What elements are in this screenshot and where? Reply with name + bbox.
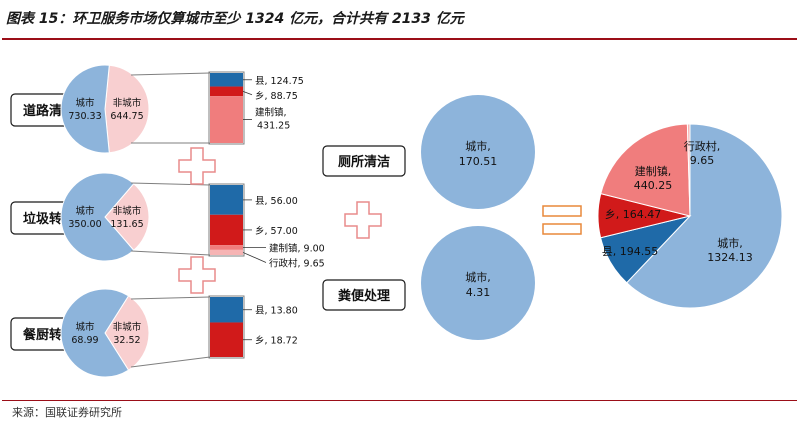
- panel-0-seg-name-2: 建制镇,: [255, 107, 287, 119]
- plus-sign-1: [178, 147, 216, 185]
- equals-sign-bottom: [542, 223, 582, 235]
- panel-1-bar-frame: [208, 183, 245, 257]
- total-label-value-4: 9.65: [690, 154, 715, 167]
- panel-2-connector-bottom: [130, 356, 211, 368]
- panel-1-seg-label-2: 建制镇, 9.00: [269, 242, 325, 254]
- total-label-value-0: 1324.13: [707, 251, 753, 264]
- panel-3-city-name: 城市,: [465, 139, 491, 153]
- panel-1-seg-label-0: 县, 56.00: [255, 196, 298, 207]
- source-note: 来源：国联证券研究所: [12, 406, 122, 419]
- panel-1-bar-seg-1: [210, 214, 243, 246]
- panel-1-slice-city: [60, 172, 135, 262]
- panel-1-bar-seg-2: [210, 245, 243, 250]
- panel-2-noncity-value: 32.52: [113, 335, 140, 346]
- panel-2-slice-city: [60, 288, 130, 378]
- equals-sign-top: [542, 205, 582, 217]
- panel-2-bar-seg-1: [210, 322, 243, 357]
- panel-0-seg-label-1: 乡, 88.75: [255, 91, 298, 102]
- panel-0-connector-top: [130, 72, 211, 76]
- title-rule: [2, 38, 797, 40]
- panel-0-bar-seg-1: [210, 86, 243, 97]
- total-slice-4: [686, 123, 691, 217]
- panel-2-slice-noncity: [104, 295, 150, 371]
- panel-3-slice-city: [421, 95, 535, 209]
- panel-2-seg-label-1: 乡, 18.72: [255, 336, 298, 347]
- panel-3-label-box: [322, 145, 406, 177]
- panel-3-label: 厕所清洁: [338, 154, 390, 170]
- panel-2-bar-frame: [208, 295, 245, 359]
- total-label-name-4: 行政村,: [684, 139, 721, 153]
- panel-3-city-value: 170.51: [459, 155, 498, 168]
- panel-0-slice-noncity: [104, 64, 150, 154]
- panel-1-bar-seg-3: [210, 249, 243, 255]
- panel-0-bar-seg-0: [210, 73, 243, 87]
- panel-2-bar-seg-0: [210, 297, 243, 323]
- total-label-name-0: 城市,: [717, 236, 743, 250]
- panel-0-bar-seg-2: [210, 96, 243, 143]
- total-label-2: 乡, 164.47: [605, 208, 661, 221]
- panel-4-city-name: 城市,: [465, 270, 491, 284]
- panel-2-noncity-name: 非城市: [113, 321, 142, 333]
- panel-2-city-name: 城市: [75, 321, 95, 333]
- panel-4-slice-city: [421, 226, 535, 340]
- panel-4-label: 粪便处理: [338, 288, 390, 304]
- panel-4-city-value: 4.31: [466, 286, 491, 299]
- panel-0-city-name: 城市: [75, 97, 95, 109]
- plus-sign-2: [178, 256, 216, 294]
- panel-0-bar-frame: [208, 71, 245, 145]
- panel-0-leader-1: [242, 90, 253, 96]
- panel-0-seg-value-2: 431.25: [257, 121, 290, 132]
- panel-2-city-value: 68.99: [71, 335, 98, 346]
- panel-1-slice-noncity: [104, 182, 150, 252]
- panel-0-noncity-value: 644.75: [110, 111, 143, 122]
- panel-1-noncity-name: 非城市: [113, 205, 142, 217]
- plus-sign-3: [344, 201, 382, 239]
- panel-0-city-value: 730.33: [68, 111, 101, 122]
- panel-1-bar-seg-0: [210, 185, 243, 215]
- panel-1-leader-3: [242, 252, 267, 263]
- source-rule: [2, 400, 797, 401]
- panel-1-city-name: 城市: [75, 205, 95, 217]
- panel-1-noncity-value: 131.65: [110, 219, 143, 230]
- total-slice-3: [600, 123, 691, 217]
- panel-0-slice-city: [60, 64, 110, 154]
- panel-1-seg-label-1: 乡, 57.00: [255, 226, 298, 237]
- panel-0-noncity-name: 非城市: [113, 97, 142, 109]
- panel-2-seg-label-0: 县, 13.80: [255, 306, 298, 317]
- panel-1-seg-label-3: 行政村, 9.65: [269, 257, 325, 269]
- figure-title: 图表 15：环卫服务市场仅算城市至少 1324 亿元，合计共有 2133 亿元: [6, 11, 464, 27]
- panel-1-city-value: 350.00: [68, 219, 101, 230]
- total-label-name-3: 建制镇,: [635, 164, 672, 178]
- total-label-value-3: 440.25: [634, 179, 673, 192]
- panel-2-connector-top: [130, 296, 211, 300]
- panel-4-label-box: [322, 279, 406, 311]
- total-slice-0: [625, 123, 783, 309]
- total-label-1: 县, 194.55: [602, 245, 658, 258]
- panel-0-seg-label-0: 县, 124.75: [255, 76, 304, 87]
- panel-1-connector-bottom: [130, 250, 211, 256]
